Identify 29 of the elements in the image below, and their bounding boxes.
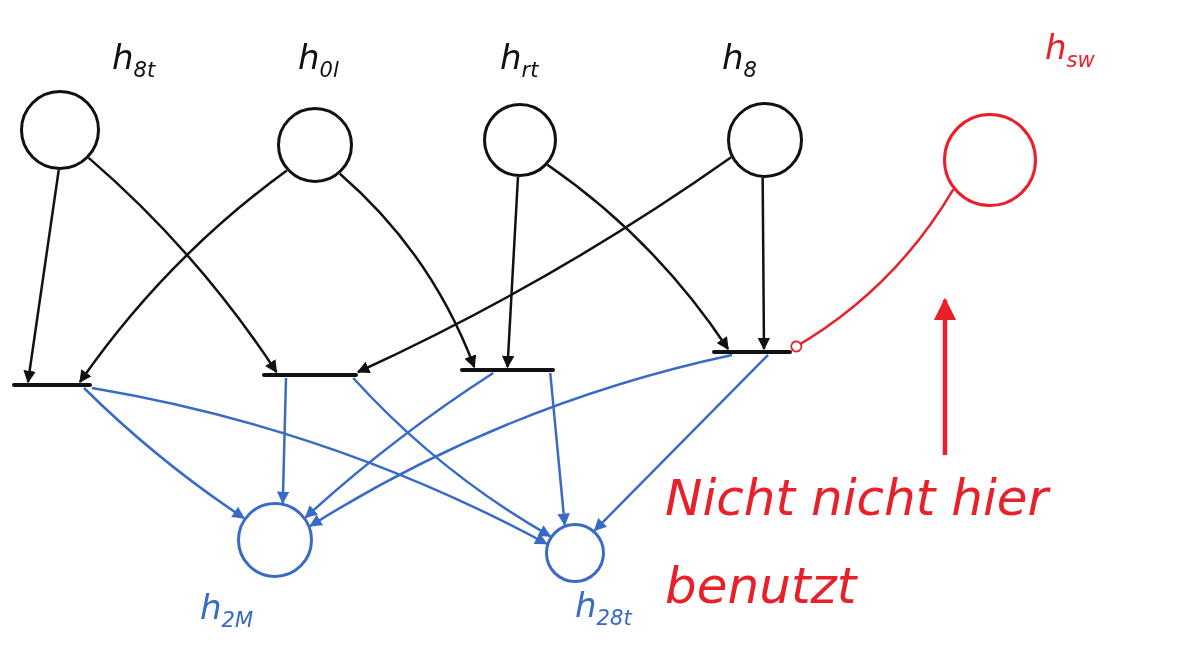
arrow <box>546 163 730 351</box>
node-label: h$_{sw}$ <box>1045 30 1095 70</box>
arrow <box>549 372 570 527</box>
arrow <box>309 353 733 527</box>
arrow <box>356 156 732 374</box>
arrow <box>593 354 769 532</box>
node-label: h$_{2M}$ <box>200 590 254 630</box>
arrow <box>276 377 290 505</box>
arrow <box>91 386 548 545</box>
gate-bar <box>712 350 792 354</box>
arrow <box>87 156 278 374</box>
node-label: h$_{rt}$ <box>500 40 539 80</box>
arrow <box>23 169 60 384</box>
gate-bar <box>460 368 555 372</box>
arrow <box>933 297 957 455</box>
arrow <box>339 172 476 369</box>
arrow <box>304 371 494 519</box>
arrow <box>352 377 552 538</box>
gate-bar <box>262 373 358 377</box>
node-label: h$_{0l}$ <box>298 40 339 80</box>
arrow <box>757 177 771 351</box>
node-label: h$_{28t}$ <box>575 588 632 628</box>
arrow <box>83 387 245 520</box>
note-text: Nicht nicht hier benutzt <box>665 455 1165 630</box>
node-label: h$_{8t}$ <box>112 40 156 80</box>
arrow <box>79 169 288 383</box>
gate-bar <box>12 383 92 387</box>
node-label: h$_{8}$ <box>722 40 757 80</box>
arrow <box>501 176 520 369</box>
